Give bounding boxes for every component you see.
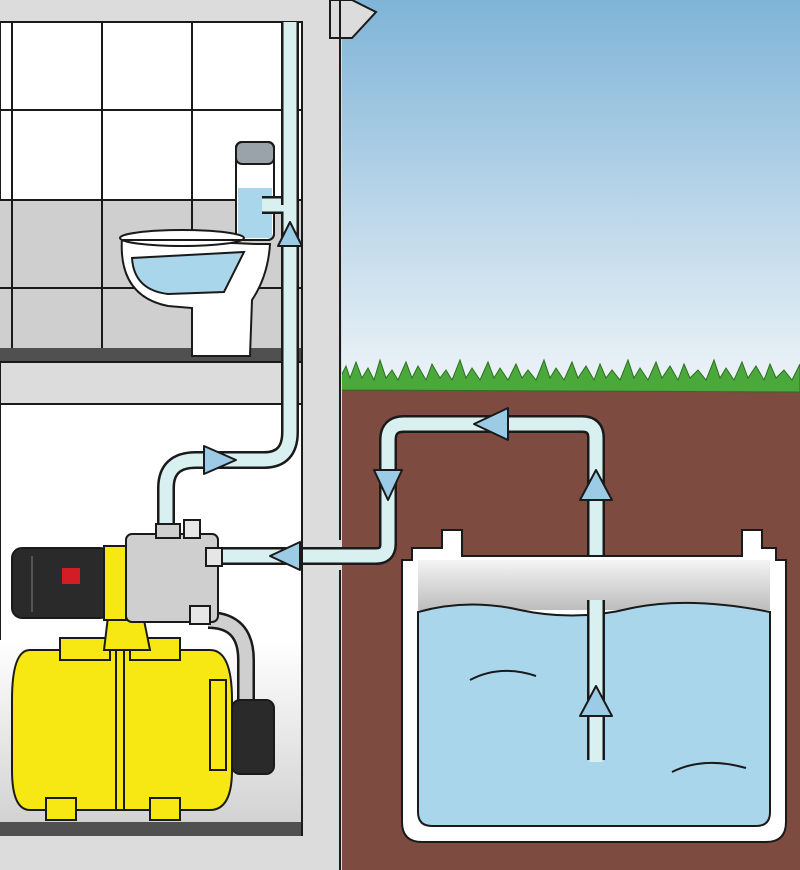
flow-arrow-icon [277,221,303,247]
pump-motor [11,547,111,619]
rainwater-tank-icon [401,529,787,843]
pressure-switch [231,699,275,775]
flow-arrow-icon [473,407,509,441]
flow-arrow-icon [579,469,613,501]
motor-badge [62,568,80,584]
roof-edge [329,0,378,39]
bathroom-floor [0,348,302,362]
flow-arrows [203,221,613,717]
pump-icon [11,519,275,821]
flow-arrow-icon [579,685,613,717]
flow-arrow-icon [203,445,237,475]
pressure-vessel [11,649,233,811]
toilet-icon [119,141,275,357]
flow-arrow-icon [373,469,403,501]
flow-arrow-icon [269,541,301,571]
sky [340,0,800,390]
pipe-network [157,22,605,760]
basement-floor [0,822,302,836]
grass [339,358,800,393]
